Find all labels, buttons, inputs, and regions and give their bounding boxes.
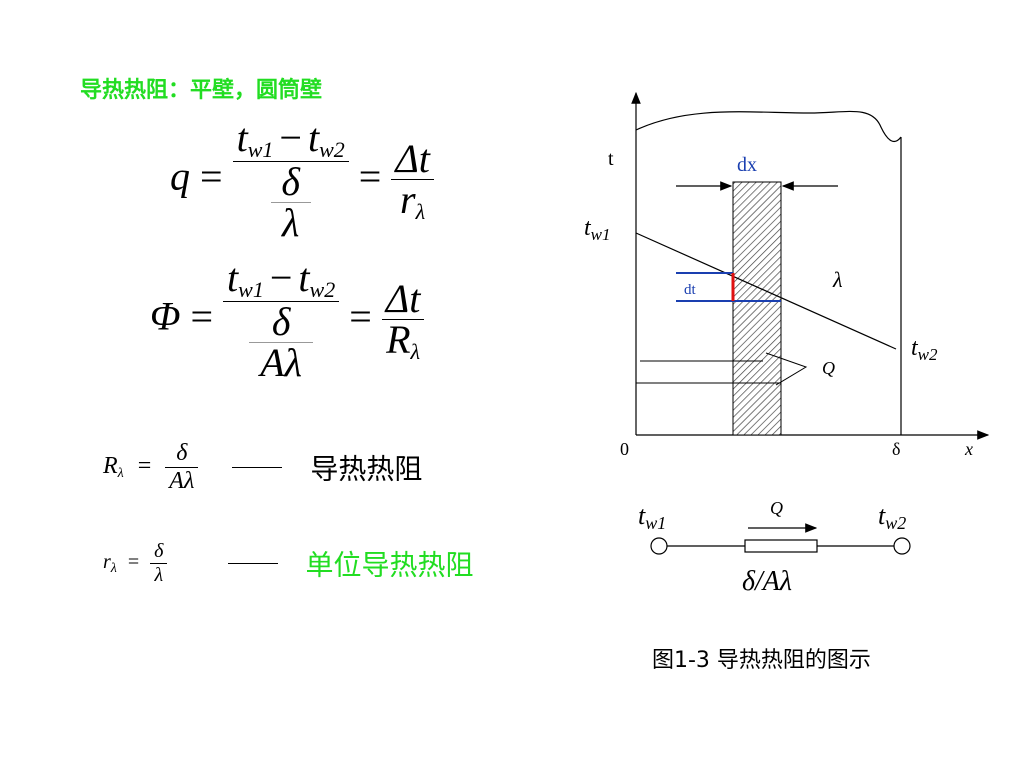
- delta-axis-label: δ: [892, 439, 900, 459]
- q-fraction: tw1−tw2 δ λ: [232, 118, 349, 245]
- x-axis-label: x: [964, 439, 973, 459]
- temperature-distribution-diagram: t dx dt λ Q 0 δ x tw1 tw2: [584, 91, 990, 459]
- lambda-symbol: λ: [281, 200, 300, 245]
- lambda-label: λ: [832, 267, 843, 292]
- R-description: 导热热阻: [310, 452, 423, 486]
- r-description: 单位导热热阻: [305, 548, 474, 582]
- thermal-resistance-circuit: tw1 tw2 Q δ/Aλ: [638, 498, 911, 597]
- dx-strip: [732, 181, 782, 436]
- Q-label: Q: [822, 358, 835, 378]
- definition-dash: [228, 563, 279, 564]
- Q-bracket: [765, 352, 808, 386]
- node-tw2: [893, 537, 911, 555]
- equation-q: q= tw1−tw2 δ λ = Δt rλ: [170, 118, 434, 243]
- temperature-line: [635, 232, 897, 350]
- resistance-label: δ/Aλ: [742, 566, 792, 597]
- phi-rhs-fraction: Δt Rλ: [381, 278, 425, 363]
- t-axis-label: t: [608, 148, 614, 170]
- tw2-label: tw2: [911, 335, 938, 364]
- circuit-tw2-label: tw2: [878, 501, 906, 533]
- dx-label: dx: [737, 154, 757, 176]
- figure-caption: 图1-3 导热热阻的图示: [652, 648, 871, 673]
- slide-title: 导热热阻：平壁，圆筒壁: [80, 78, 323, 103]
- q-rhs-fraction: Δt rλ: [391, 138, 434, 223]
- equation-phi: Φ= tw1−tw2 δ Aλ = Δt Rλ: [150, 258, 425, 383]
- resistor: [744, 539, 818, 553]
- definition-r: rλ = δ λ 单位导热热阻: [103, 540, 474, 586]
- definition-R: Rλ = δ Aλ 导热热阻: [103, 440, 423, 494]
- node-tw1: [650, 537, 668, 555]
- q-symbol: q: [170, 153, 190, 199]
- definition-dash: [232, 467, 283, 468]
- wall-top-boundary: [635, 110, 902, 143]
- origin-label: 0: [620, 439, 629, 459]
- circuit-tw1-label: tw1: [638, 501, 666, 533]
- dt-label: dt: [684, 282, 697, 298]
- phi-fraction: tw1−tw2 δ Aλ: [223, 258, 340, 383]
- circuit-Q-label: Q: [770, 498, 783, 518]
- delta-symbol: δ: [281, 159, 300, 204]
- tw1-label: tw1: [584, 215, 611, 244]
- phi-symbol: Φ: [150, 293, 181, 339]
